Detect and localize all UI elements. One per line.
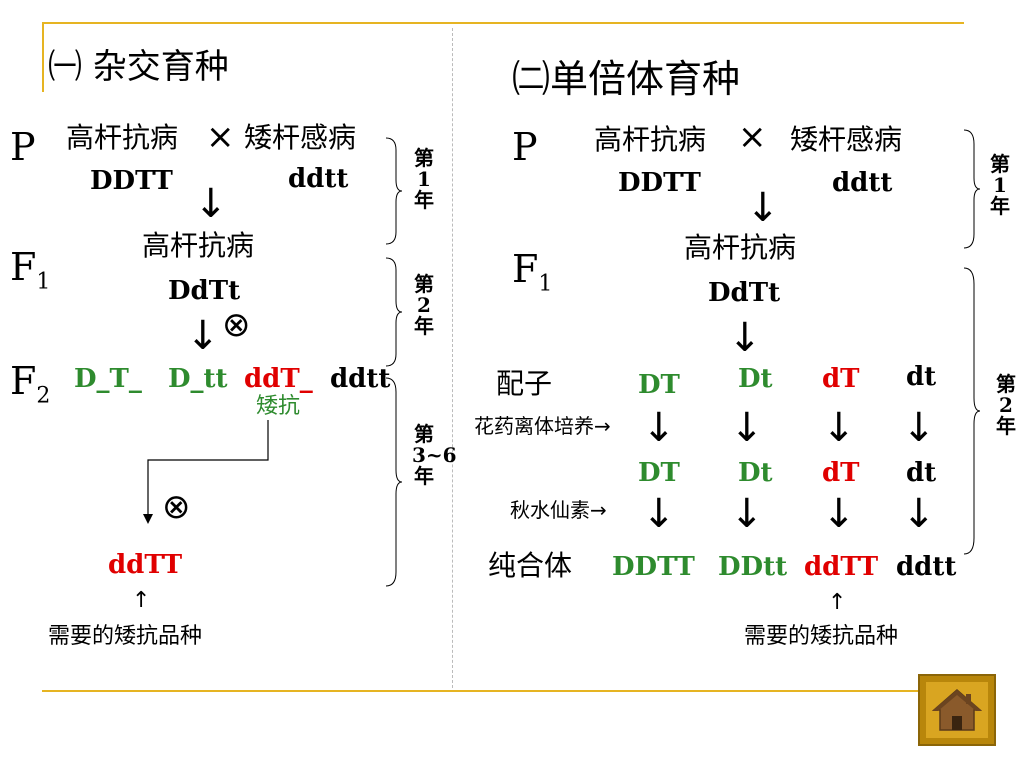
right-parent2-genotype: ddtt xyxy=(832,168,893,198)
right-arrow-anther-1: ↓ xyxy=(642,405,676,451)
right-homozygote-4: ddtt xyxy=(896,552,957,582)
left-title: ㈠ 杂交育种 xyxy=(48,47,229,87)
top-accent-line xyxy=(42,22,964,24)
right-year1-label: 第1年 xyxy=(990,152,1010,218)
right-gamete-3: dT xyxy=(822,364,860,394)
right-p-label: P xyxy=(512,125,538,169)
left-p-label: P xyxy=(10,125,36,169)
left-up-arrow: ↑ xyxy=(132,588,151,613)
left-cross: × xyxy=(206,117,235,157)
right-haploid-3: dT xyxy=(822,458,860,488)
right-arrow-anther-4: ↓ xyxy=(902,405,936,451)
left-brace-year2 xyxy=(385,257,403,367)
right-brace-year2 xyxy=(963,267,981,555)
left-f2-genotype-1: D_T_ xyxy=(74,364,142,394)
left-arrow-down-2: ↓ xyxy=(186,313,220,359)
right-arrow-down-1: ↓ xyxy=(746,185,780,231)
center-divider xyxy=(452,28,453,688)
left-f1-genotype: DdTt xyxy=(168,276,241,306)
left-parent2-genotype: ddtt xyxy=(288,164,349,194)
right-f1-label: F1 xyxy=(512,247,553,297)
left-parent1-genotype: DDTT xyxy=(90,166,173,196)
right-haploid-2: Dt xyxy=(738,458,773,488)
right-haploid-1: DT xyxy=(638,458,680,488)
right-anther-culture-label: 花药离体培养→ xyxy=(474,414,611,438)
left-connector xyxy=(143,420,269,524)
left-f2-label: F2 xyxy=(10,359,51,409)
left-f2-genotype-3: ddT_ xyxy=(244,364,313,394)
left-needed-variety: 需要的矮抗品种 xyxy=(48,624,203,649)
left-arrow-down-1: ↓ xyxy=(194,181,228,227)
left-f2-genotype-4: ddtt xyxy=(330,364,391,394)
right-colchicine-label: 秋水仙素→ xyxy=(510,498,607,522)
right-gamete-4: dt xyxy=(906,362,937,392)
right-haploid-4: dt xyxy=(906,458,937,488)
right-parent1: 高杆抗病 xyxy=(594,123,707,156)
right-arrow-colchicine-3: ↓ xyxy=(822,491,856,537)
left-f2-genotype-2: D_tt xyxy=(168,364,228,394)
left-accent-line xyxy=(42,22,44,92)
right-gamete-label: 配子 xyxy=(496,367,553,400)
right-gamete-2: Dt xyxy=(738,364,773,394)
right-cross: × xyxy=(738,117,767,157)
home-button-face xyxy=(926,682,988,738)
left-parent1: 高杆抗病 xyxy=(66,121,179,154)
right-arrow-anther-2: ↓ xyxy=(730,405,764,451)
right-needed-variety: 需要的矮抗品种 xyxy=(744,624,899,649)
right-arrow-colchicine-1: ↓ xyxy=(642,491,676,537)
bottom-accent-line xyxy=(42,690,918,692)
right-homozygote-2: DDtt xyxy=(718,552,788,582)
right-year2-label: 第2年 xyxy=(996,372,1016,438)
right-homozygote-label: 纯合体 xyxy=(488,549,573,582)
home-icon xyxy=(931,689,983,731)
right-f1-phenotype: 高杆抗病 xyxy=(684,231,797,264)
right-title: ㈡单倍体育种 xyxy=(512,57,741,101)
left-parent2: 矮杆感病 xyxy=(244,121,357,154)
right-f1-genotype: DdTt xyxy=(708,278,781,308)
left-year3-label: 第3~6年 xyxy=(412,422,457,488)
left-f1-phenotype: 高杆抗病 xyxy=(142,229,255,262)
home-button[interactable] xyxy=(918,674,996,746)
right-arrow-down-2: ↓ xyxy=(728,315,762,361)
left-brace-year3 xyxy=(385,377,403,587)
right-parent2: 矮杆感病 xyxy=(790,123,903,156)
left-dwarf-resist-label: 矮抗 xyxy=(256,394,301,419)
right-gamete-1: DT xyxy=(638,370,680,400)
left-year1-label: 第1年 xyxy=(414,146,434,212)
right-homozygote-3: ddTT xyxy=(804,552,879,582)
left-f1-label: F1 xyxy=(10,245,51,295)
left-year2-label: 第2年 xyxy=(414,272,434,338)
left-result-genotype: ddTT xyxy=(108,550,183,580)
left-self-symbol: ⊗ xyxy=(222,305,251,345)
right-up-arrow: ↑ xyxy=(828,590,847,615)
right-brace-year1 xyxy=(963,129,981,249)
right-arrow-colchicine-2: ↓ xyxy=(730,491,764,537)
left-self-symbol-2: ⊗ xyxy=(162,487,191,527)
right-arrow-colchicine-4: ↓ xyxy=(902,491,936,537)
left-brace-year1 xyxy=(385,137,403,245)
right-parent1-genotype: DDTT xyxy=(618,168,701,198)
right-arrow-anther-3: ↓ xyxy=(822,405,856,451)
right-homozygote-1: DDTT xyxy=(612,552,695,582)
